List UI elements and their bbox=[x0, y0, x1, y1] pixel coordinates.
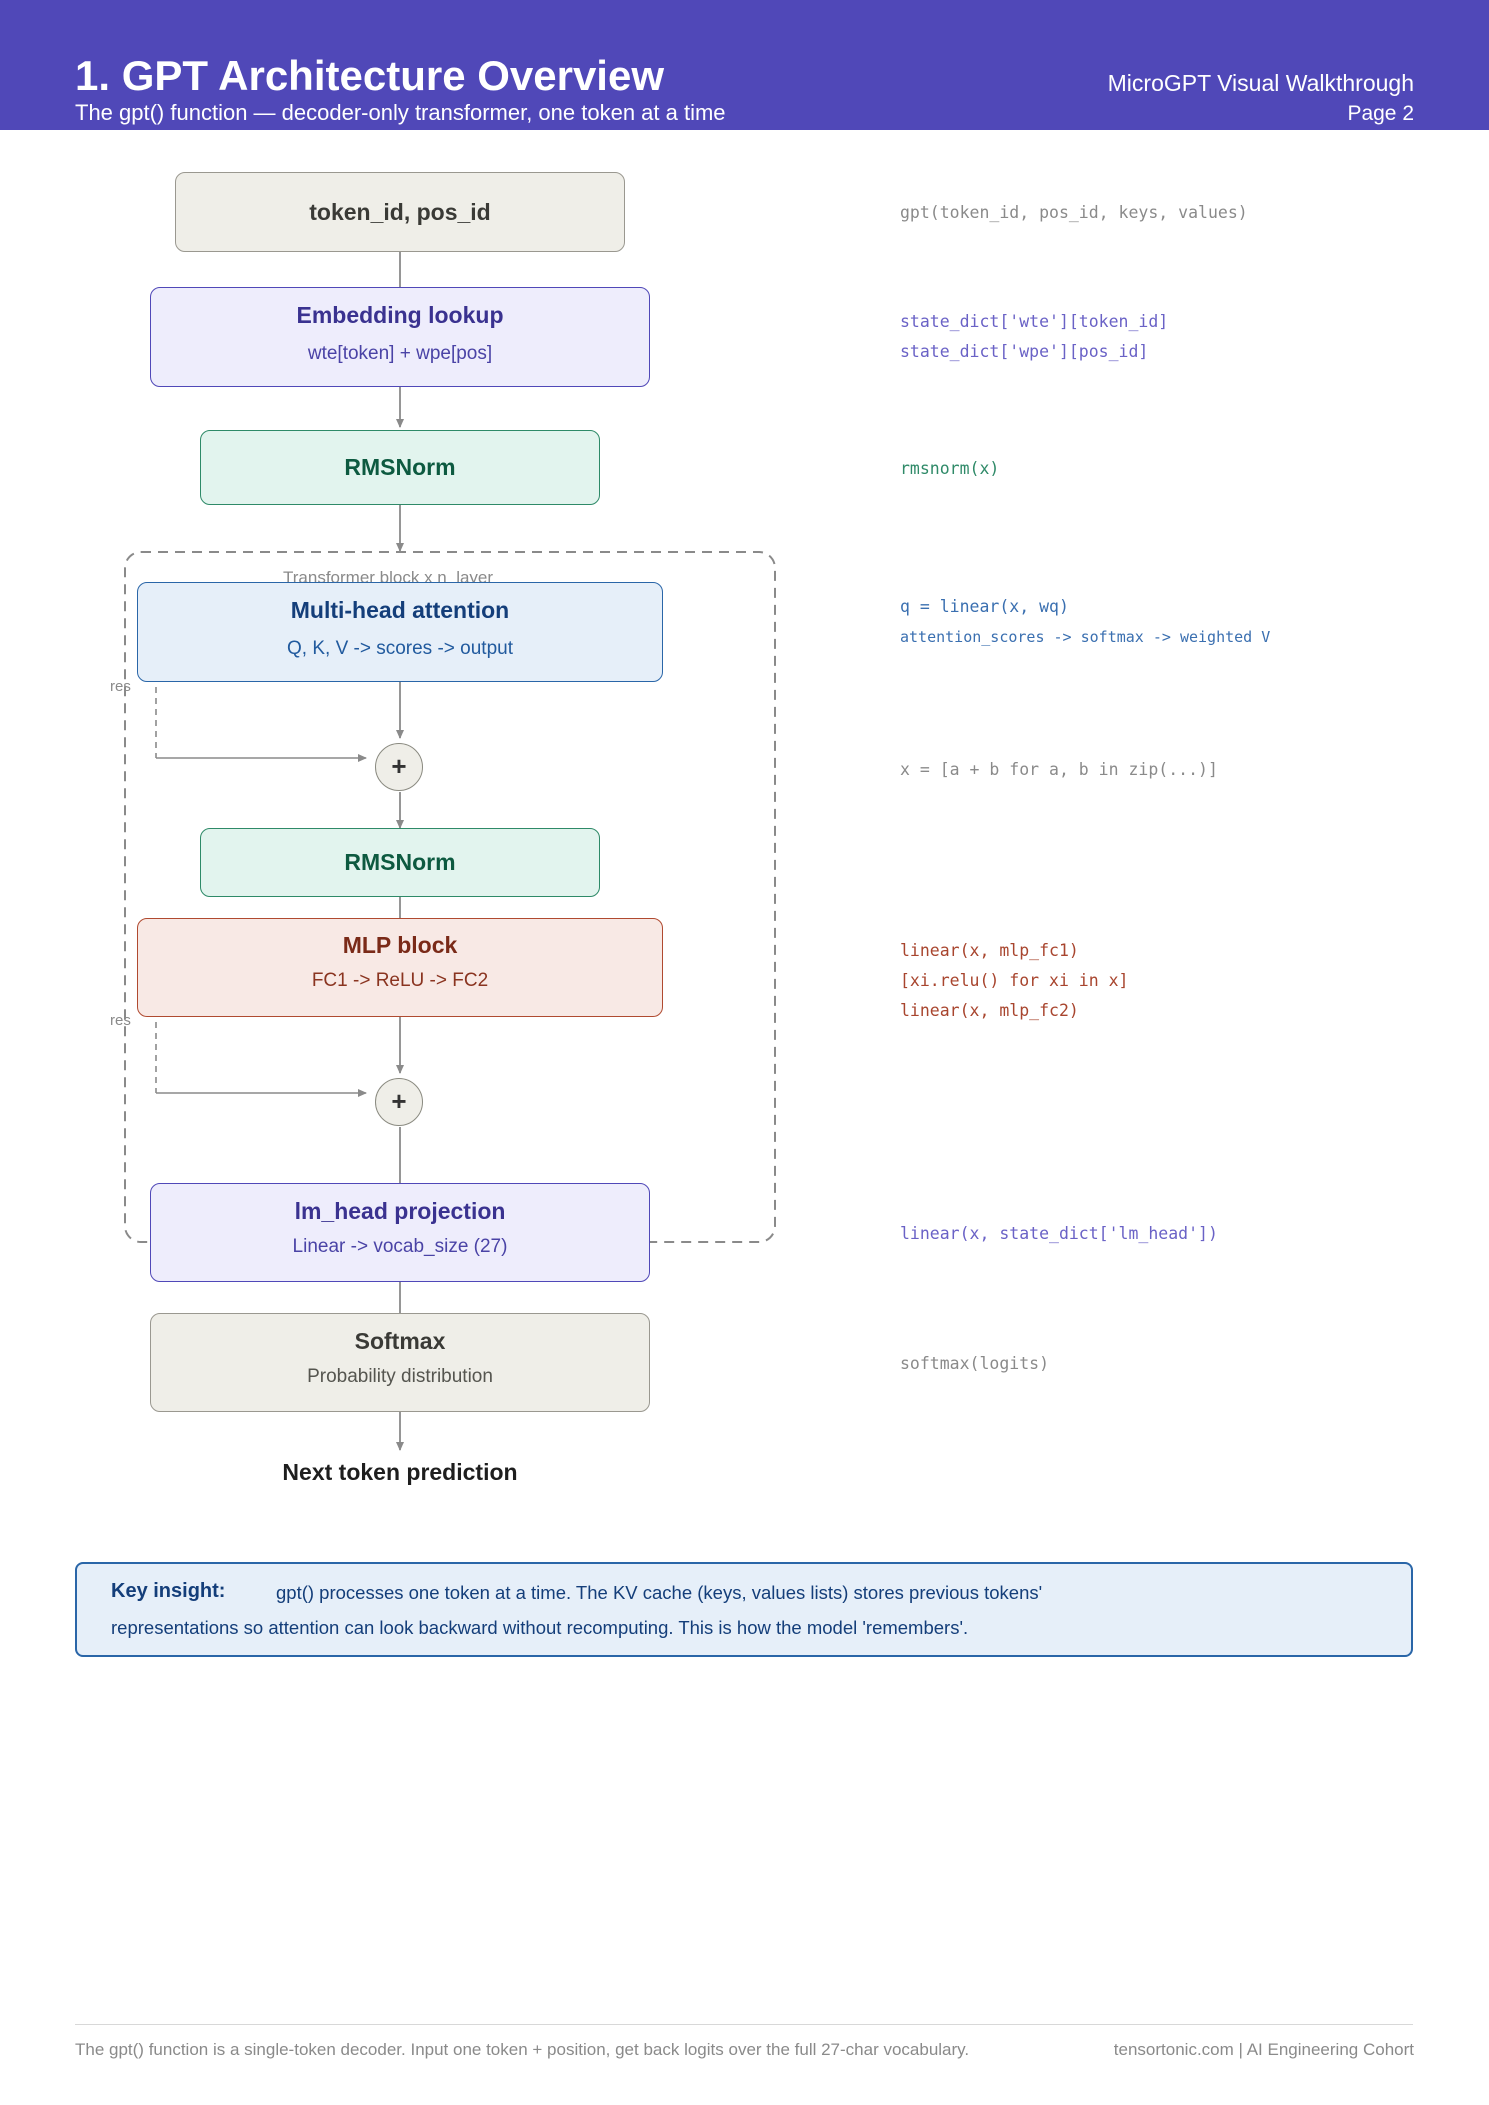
lm-head-title: lm_head projection bbox=[294, 1198, 506, 1224]
residual-label-mlp: res bbox=[110, 1012, 131, 1029]
embedding-title: Embedding lookup bbox=[296, 302, 504, 328]
code-wpe: state_dict['wpe'][pos_id] bbox=[900, 342, 1149, 361]
page-title: 1. GPT Architecture Overview bbox=[75, 52, 665, 99]
footer-note: The gpt() function is a single-token dec… bbox=[75, 2040, 970, 2059]
code-gpt-call: gpt(token_id, pos_id, keys, values) bbox=[900, 203, 1248, 222]
key-insight-box: Key insight: gpt() processes one token a… bbox=[75, 1562, 1413, 1657]
lm-head-subtitle: Linear -> vocab_size (27) bbox=[292, 1236, 508, 1257]
attention-node: Multi-head attention Q, K, V -> scores -… bbox=[137, 582, 663, 682]
embedding-subtitle: wte[token] + wpe[pos] bbox=[307, 343, 493, 364]
mlp-title: MLP block bbox=[342, 932, 458, 958]
code-fc2: linear(x, mlp_fc2) bbox=[900, 1001, 1079, 1020]
page-subtitle: The gpt() function — decoder-only transf… bbox=[75, 100, 726, 125]
code-relu: [xi.relu() for xi in x] bbox=[900, 971, 1129, 990]
embedding-node: Embedding lookup wte[token] + wpe[pos] bbox=[150, 287, 650, 387]
mlp-node: MLP block FC1 -> ReLU -> FC2 bbox=[137, 918, 663, 1017]
residual-add-1: + bbox=[375, 743, 423, 791]
rmsnorm-node-2: RMSNorm bbox=[200, 828, 600, 897]
softmax-title: Softmax bbox=[354, 1328, 446, 1354]
page-header: 1. GPT Architecture Overview The gpt() f… bbox=[0, 0, 1489, 130]
input-node-title: token_id, pos_id bbox=[309, 199, 491, 225]
softmax-node: Softmax Probability distribution bbox=[150, 1313, 650, 1412]
code-wte: state_dict['wte'][token_id] bbox=[900, 312, 1169, 331]
key-insight-label: Key insight: bbox=[111, 1580, 226, 1602]
code-lm-head: linear(x, state_dict['lm_head']) bbox=[900, 1224, 1218, 1243]
footer-divider bbox=[75, 2024, 1413, 2025]
code-fc1: linear(x, mlp_fc1) bbox=[900, 941, 1079, 960]
code-attention-flow: attention_scores -> softmax -> weighted … bbox=[900, 628, 1271, 646]
page-number: Page 2 bbox=[1347, 102, 1414, 125]
footer-credit: tensortonic.com | AI Engineering Cohort bbox=[1113, 2040, 1414, 2059]
code-softmax: softmax(logits) bbox=[900, 1354, 1050, 1373]
key-insight-line-1: gpt() processes one token at a time. The… bbox=[276, 1582, 1043, 1603]
mlp-subtitle: FC1 -> ReLU -> FC2 bbox=[311, 970, 489, 991]
key-insight-line-2: representations so attention can look ba… bbox=[111, 1617, 969, 1638]
input-node: token_id, pos_id bbox=[175, 172, 625, 252]
rmsnorm-node-1: RMSNorm bbox=[200, 430, 600, 505]
rmsnorm-1-title: RMSNorm bbox=[344, 454, 456, 480]
residual-label-attention: res bbox=[110, 678, 131, 695]
softmax-subtitle: Probability distribution bbox=[307, 1366, 493, 1387]
attention-title: Multi-head attention bbox=[290, 597, 510, 623]
attention-subtitle: Q, K, V -> scores -> output bbox=[287, 638, 513, 659]
residual-add-2: + bbox=[375, 1078, 423, 1126]
rmsnorm-2-title: RMSNorm bbox=[344, 849, 456, 875]
code-rmsnorm: rmsnorm(x) bbox=[900, 459, 1000, 478]
code-residual: x = [a + b for a, b in zip(...)] bbox=[900, 760, 1218, 779]
output-label: Next token prediction bbox=[282, 1459, 518, 1485]
series-title: MicroGPT Visual Walkthrough bbox=[1107, 70, 1414, 96]
lm-head-node: lm_head projection Linear -> vocab_size … bbox=[150, 1183, 650, 1282]
code-q-linear: q = linear(x, wq) bbox=[900, 597, 1069, 616]
